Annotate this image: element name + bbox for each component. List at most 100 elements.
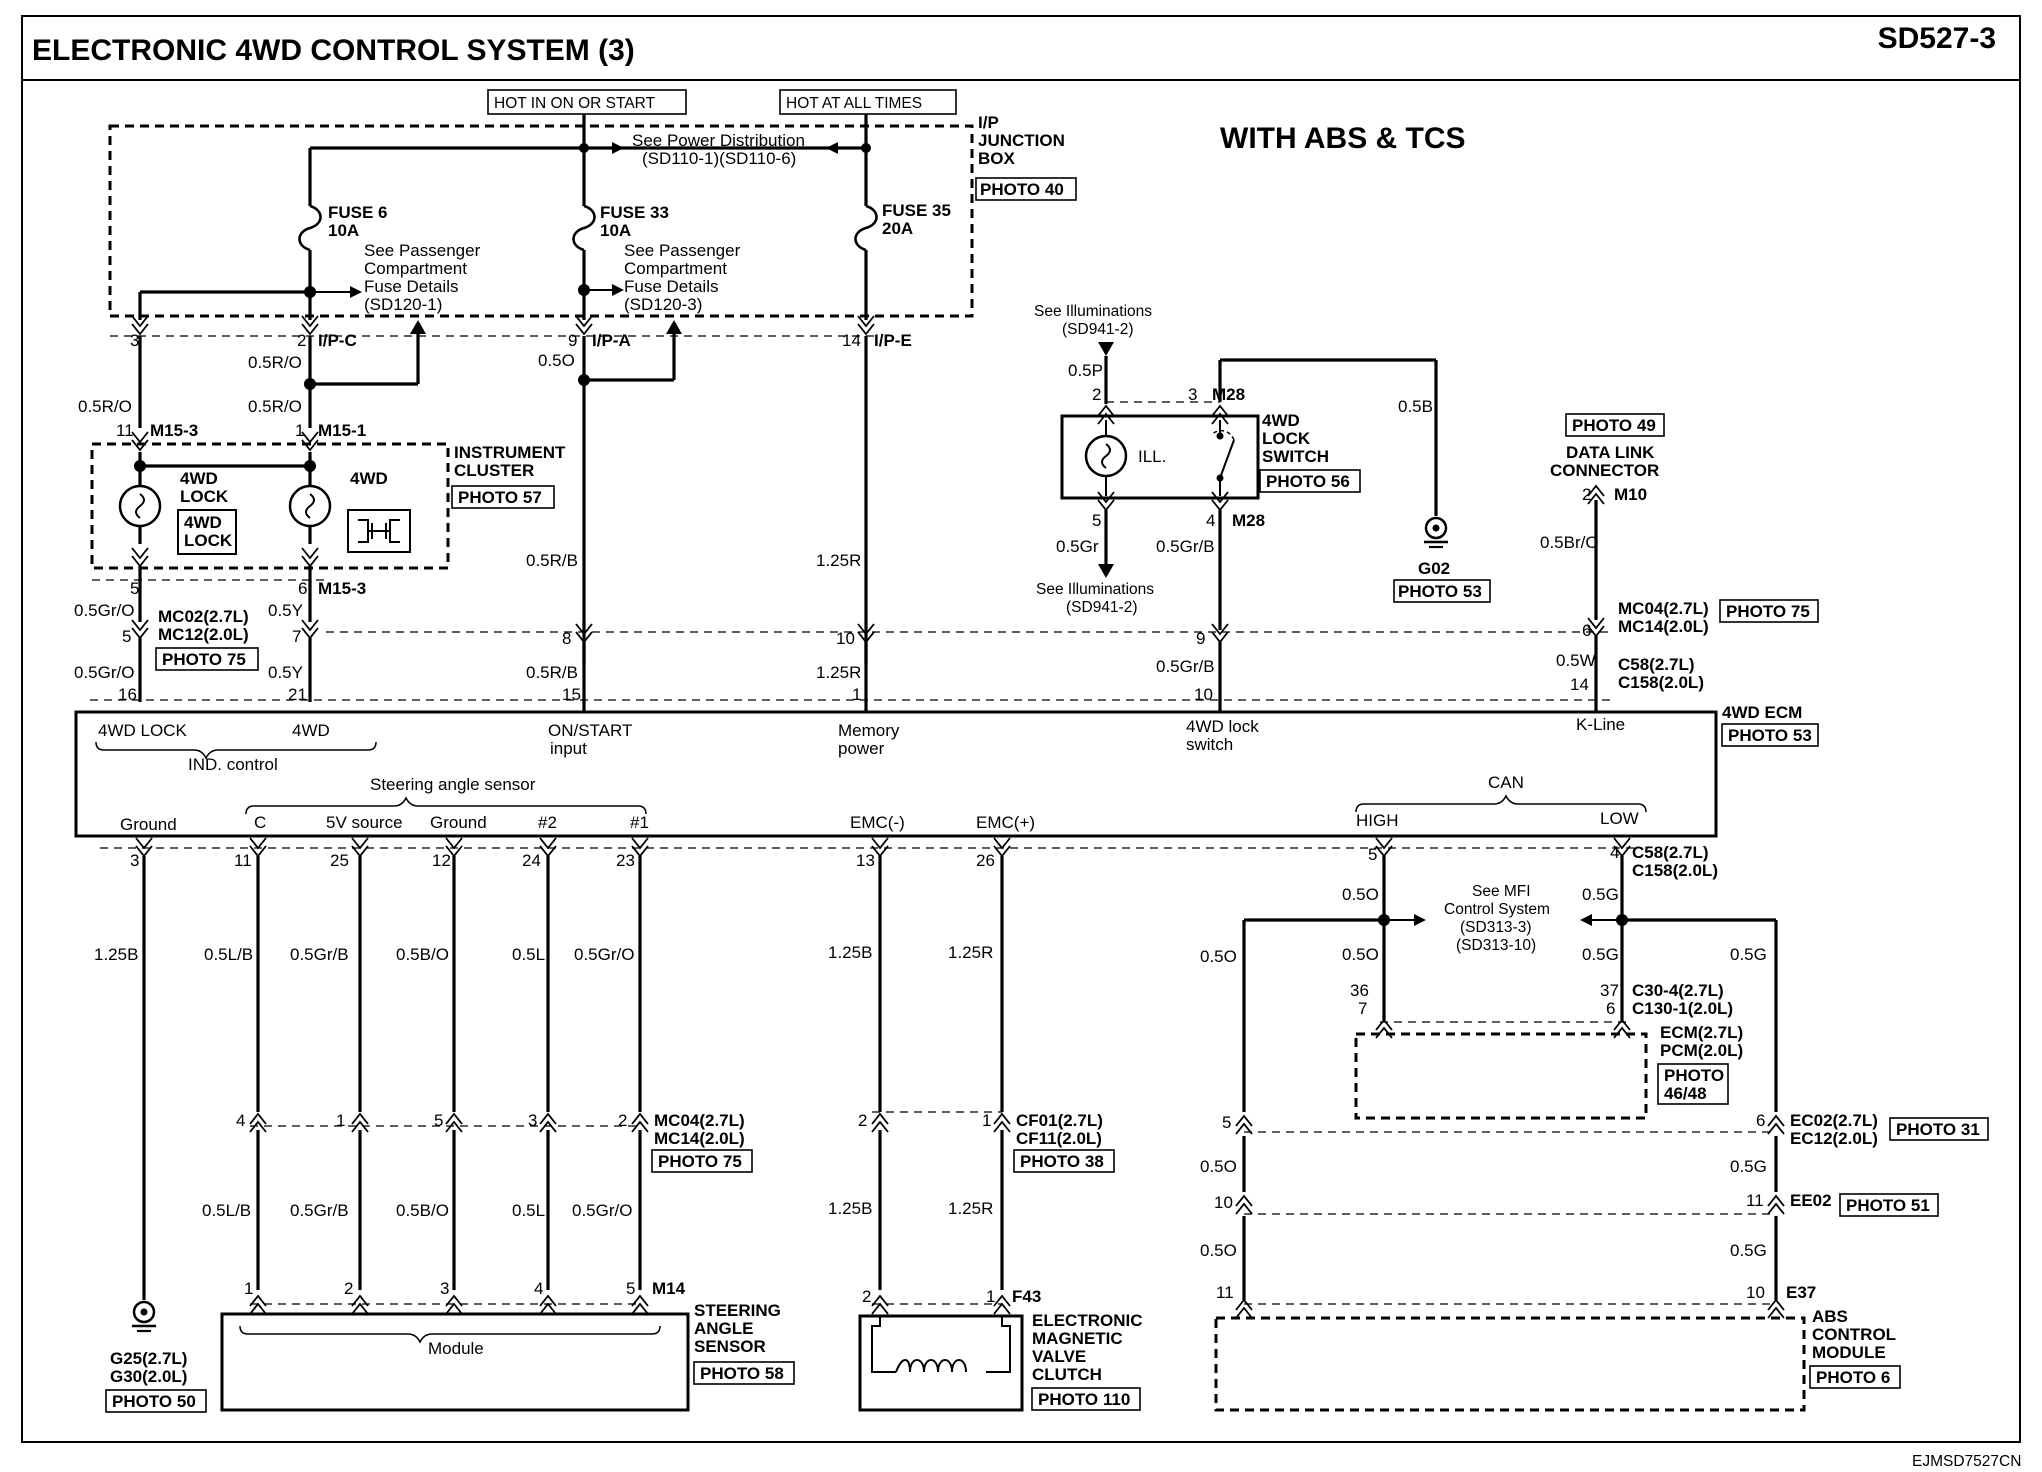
wire-r-1: 1.25R [816,551,861,570]
ee-pin-10: 10 [1214,1193,1233,1212]
wire-r-2: 1.25R [816,663,861,682]
wire-g-can-2: 0.5G [1582,945,1619,964]
dlc-c58: C58(2.7L) [1618,655,1695,674]
fuse6-ref-1: See Passenger [364,241,481,260]
mc02-photo: PHOTO 75 [162,650,246,669]
ecm-memory-2: power [838,739,885,758]
ecm-ind-control: IND. control [188,755,278,774]
dlc-name-1: DATA LINK [1566,443,1655,462]
frame [21,15,2021,1443]
wire-r-b-2: 0.5R/B [526,663,578,682]
jbox-label-1: I/P [978,113,999,132]
ecm-pin-16: 16 [118,685,137,704]
ecm-pin-4wd: 4WD [292,721,330,740]
wire-p: 0.5P [1068,361,1103,380]
sas-name-1: STEERING [694,1301,781,1320]
bpin-12: 12 [432,851,451,870]
ecm-no2: #2 [538,813,557,832]
wire-g-abs-2: 0.5G [1730,1241,1767,1260]
sw-conn-m28: M28 [1212,385,1245,404]
ip-e-label: I/P-E [874,331,912,350]
fuse6-label: FUSE 6 [328,203,388,222]
power-dist-ref-2: (SD110-1)(SD110-6) [642,149,796,168]
mc-q3: 3 [528,1111,537,1130]
f43-conn: F43 [1012,1287,1041,1306]
jbox-label-2: JUNCTION [978,131,1065,150]
ecm-photo: PHOTO 53 [1728,726,1812,745]
wire-o-abs-1: 0.5O [1200,1157,1237,1176]
conn-mc04-b: MC04(2.7L) [654,1111,745,1130]
ecm-pin-36: 36 [1350,981,1369,1000]
wire-r-b-1: 0.5R/B [526,551,578,570]
abs-photo: PHOTO 6 [1816,1368,1890,1387]
fuse33-ref-3: Fuse Details [624,277,718,296]
ecm-switch-input: 4WD lock [1186,717,1259,736]
dlc-name-2: CONNECTOR [1550,461,1659,480]
mc-q4: 4 [236,1111,245,1130]
wire-bo-2: 0.5B/O [396,1201,449,1220]
wire-r-o-3: 0.5R/O [248,397,302,416]
wire-r-o-2: 0.5R/O [78,397,132,416]
junction-box-outline [108,124,974,318]
ecm-steer-group: Steering angle sensor [370,775,536,794]
conn-mc14-b: MC14(2.0L) [654,1129,745,1148]
indicator1-label-a: 4WD [184,513,222,532]
bpin-24: 24 [522,851,541,870]
ecm-can-high: HIGH [1356,811,1399,830]
4wd-lock-switch-body [1060,414,1260,500]
g30-label: G30(2.0L) [110,1367,187,1386]
wire-br-o: 0.5Br/O [1540,533,1599,552]
ecm-pin-4wd-lock: 4WD LOCK [98,721,187,740]
illum-ref-1: See Illuminations [1034,303,1152,320]
cluster-name-2: CLUSTER [454,461,534,480]
g02-photo: PHOTO 53 [1398,582,1482,601]
conn-c158-b: C158(2.0L) [1632,861,1718,880]
conn-m15-3-bottom: M15-3 [318,579,366,598]
lamp1-label-b: LOCK [180,487,229,506]
emv-name-3: VALVE [1032,1347,1086,1366]
fuse6-ref-2: Compartment [364,259,467,278]
wire-gr-o-2: 0.5Gr/O [74,663,134,682]
ee-photo: PHOTO 51 [1846,1196,1930,1215]
cluster-pin-1: 1 [295,421,304,440]
sw-pin-5: 5 [1092,511,1101,530]
illum-ref-2b: (SD941-2) [1066,599,1138,616]
lamp1-label-a: 4WD [180,469,218,488]
ecm-pcm-2: PCM(2.0L) [1660,1041,1743,1060]
jbox-label-3: BOX [978,149,1016,168]
cf-pin-2: 2 [858,1111,867,1130]
mfi-ref-1: See MFI [1472,883,1531,900]
ecm-can: CAN [1488,773,1524,792]
sas-pin-4: 4 [534,1279,543,1298]
wire-g-can-3: 0.5G [1730,945,1767,964]
mfi-ref-3: (SD313-3) [1460,919,1532,936]
abs-name-3: MODULE [1812,1343,1886,1362]
bpin-4: 4 [1610,843,1619,862]
abs-pin-6: 6 [1756,1111,1765,1130]
ecm-on-start: ON/START [548,721,632,740]
ecm-name: 4WD ECM [1722,703,1802,722]
hot-all-tag [779,89,957,115]
ecm-5v: 5V source [326,813,403,832]
fuse33-ref-2: Compartment [624,259,727,278]
sw-ecm-pin-9: 9 [1196,629,1205,648]
emv-photo: PHOTO 110 [1038,1390,1130,1409]
sw-conn-m28-b: M28 [1232,511,1265,530]
cluster-name-1: INSTRUMENT [454,443,566,462]
g25-photo: PHOTO 50 [112,1392,196,1411]
ecm-emc-minus: EMC(-) [850,813,905,832]
cluster-pin-6: 6 [298,579,307,598]
sw-pin-2: 2 [1092,385,1101,404]
emc-clutch-box [858,1314,1024,1412]
dlc-mc04: MC04(2.7L) [1618,599,1709,618]
cf-pin-1: 1 [982,1111,991,1130]
bpin-5: 5 [1368,845,1377,864]
sas-photo: PHOTO 58 [700,1364,784,1383]
abs-name-1: ABS [1812,1307,1848,1326]
fuse35-label: FUSE 35 [882,201,951,220]
cf-photo: PHOTO 38 [1020,1152,1104,1171]
wire-o-can-1: 0.5O [1342,885,1379,904]
wire-o-can-3: 0.5O [1342,945,1379,964]
fuse35-amp: 20A [882,219,913,238]
